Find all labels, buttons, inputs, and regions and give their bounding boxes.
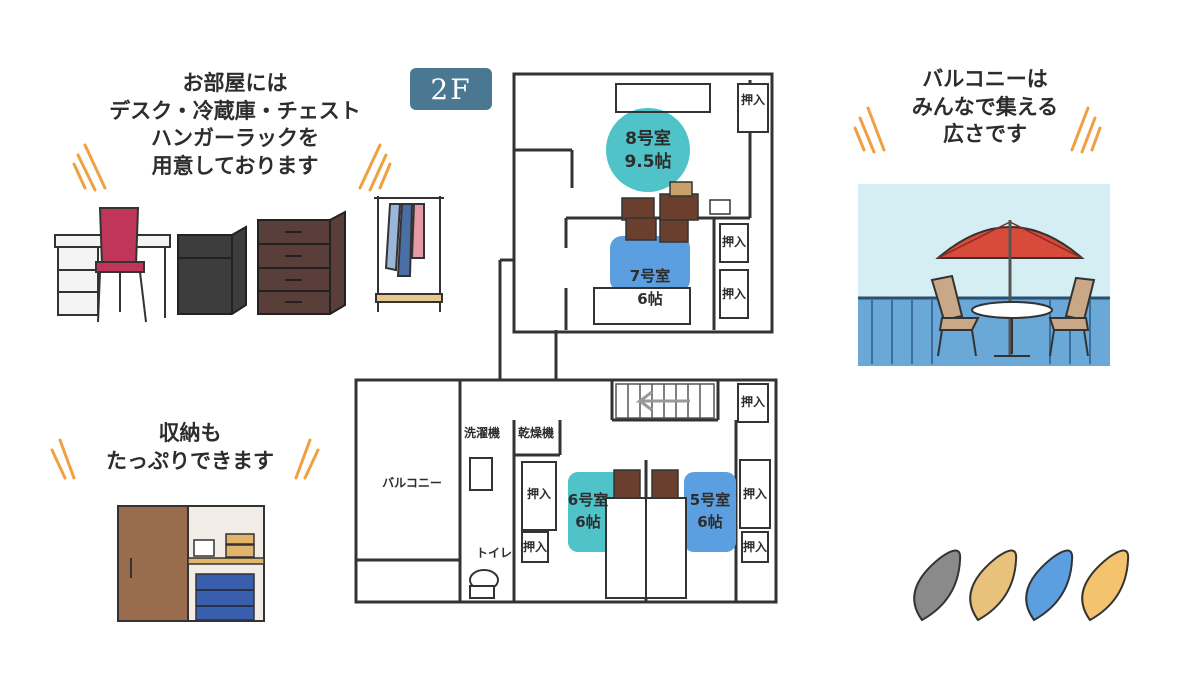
storage-drawer-icon (195, 573, 255, 621)
dryer-label: 乾燥機 (518, 425, 554, 440)
surfboard-icon (913, 549, 962, 622)
desk-icon (625, 217, 657, 241)
caption-line: みんなで集える (911, 94, 1059, 119)
stairs-icon (615, 383, 715, 419)
room-7-highlight (610, 236, 690, 292)
room-5-highlight (684, 472, 736, 552)
chair-right-icon (1048, 276, 1096, 357)
caption-line: ハンガーラックを (151, 126, 319, 151)
closet-icon (737, 383, 769, 423)
closet-icon (741, 531, 769, 563)
room-6-name: 6号室 (568, 491, 608, 509)
room-8-size: 9.5帖 (624, 151, 671, 172)
hanger-rack-icon (374, 196, 444, 312)
storage-illustration (117, 505, 265, 622)
caption-line: バルコニーは (922, 67, 1048, 91)
room-8-highlight (606, 108, 690, 192)
storage-door-icon (117, 505, 189, 622)
desk-icon (659, 193, 699, 221)
bed-icon (645, 497, 687, 599)
caption-line: 用意しております (151, 154, 319, 179)
surfboard-icon (969, 549, 1018, 622)
chair-icon (669, 181, 693, 197)
room-5-size: 6帖 (697, 513, 722, 531)
bed-icon (593, 287, 691, 325)
surfboards (913, 549, 1130, 622)
fridge-icon (709, 199, 731, 215)
closet-label: 押入 (527, 486, 551, 501)
fridge-icon (177, 225, 247, 315)
bed-icon (605, 497, 647, 599)
surfboard-icon (1025, 549, 1074, 622)
room-8-name: 8号室 (625, 128, 671, 149)
floor-badge: 2F (410, 68, 492, 110)
closet-label: 押入 (741, 394, 765, 409)
closet-icon (719, 223, 749, 263)
plan-walls (354, 72, 778, 604)
desk-icon (651, 469, 679, 499)
closet-label: 押入 (743, 539, 767, 554)
floor-plan: 8号室 9.5帖 7号室 6帖 6号室 6帖 5号室 6帖 (354, 72, 778, 604)
sink-icon (469, 457, 493, 491)
closet-label: 押入 (743, 486, 767, 501)
closet-icon (719, 269, 749, 319)
chair-icon (95, 207, 147, 323)
closet-icon (739, 459, 771, 529)
table-icon (971, 301, 1053, 357)
furniture-caption: お部屋には デスク・冷蔵庫・チェスト ハンガーラックを 用意しております (90, 70, 380, 181)
closet-label: 押入 (722, 286, 746, 301)
desk-icon (613, 469, 641, 499)
umbrella-icon (935, 220, 1085, 356)
furniture-illustration (54, 196, 444, 323)
chair-left-icon (930, 274, 980, 357)
storage-caption: 収納も たっぷりできます (80, 420, 300, 475)
room-7-name: 7号室 (630, 267, 670, 285)
washer-label: 洗濯機 (464, 425, 500, 440)
closet-icon (737, 83, 769, 133)
desk-icon (621, 197, 655, 221)
balcony-scene (858, 184, 1110, 366)
bed-icon (615, 83, 711, 113)
accent-strokes (50, 106, 1102, 480)
balcony-caption: バルコニーは みんなで集える 広さです (880, 66, 1090, 149)
caption-line: たっぷりできます (106, 448, 274, 473)
room-6-size: 6帖 (575, 513, 600, 531)
caption-line: 収納も (158, 421, 222, 445)
caption-line: デスク・冷蔵庫・チェスト (109, 98, 361, 123)
surfboard-icon (1081, 549, 1130, 622)
room-5-name: 5号室 (690, 491, 730, 509)
toilet-label: トイレ (476, 546, 512, 560)
caption-line: お部屋には (182, 71, 288, 95)
balcony-label: バルコニー (382, 476, 442, 490)
closet-icon (521, 531, 549, 563)
closet-icon (521, 461, 557, 531)
caption-line: 広さです (943, 122, 1027, 147)
room-7-size: 6帖 (637, 290, 662, 308)
desk-icon (659, 219, 689, 243)
closet-label: 押入 (741, 92, 765, 107)
closet-label: 押入 (722, 234, 746, 249)
closet-label: 押入 (523, 539, 547, 554)
chest-icon (257, 210, 346, 315)
